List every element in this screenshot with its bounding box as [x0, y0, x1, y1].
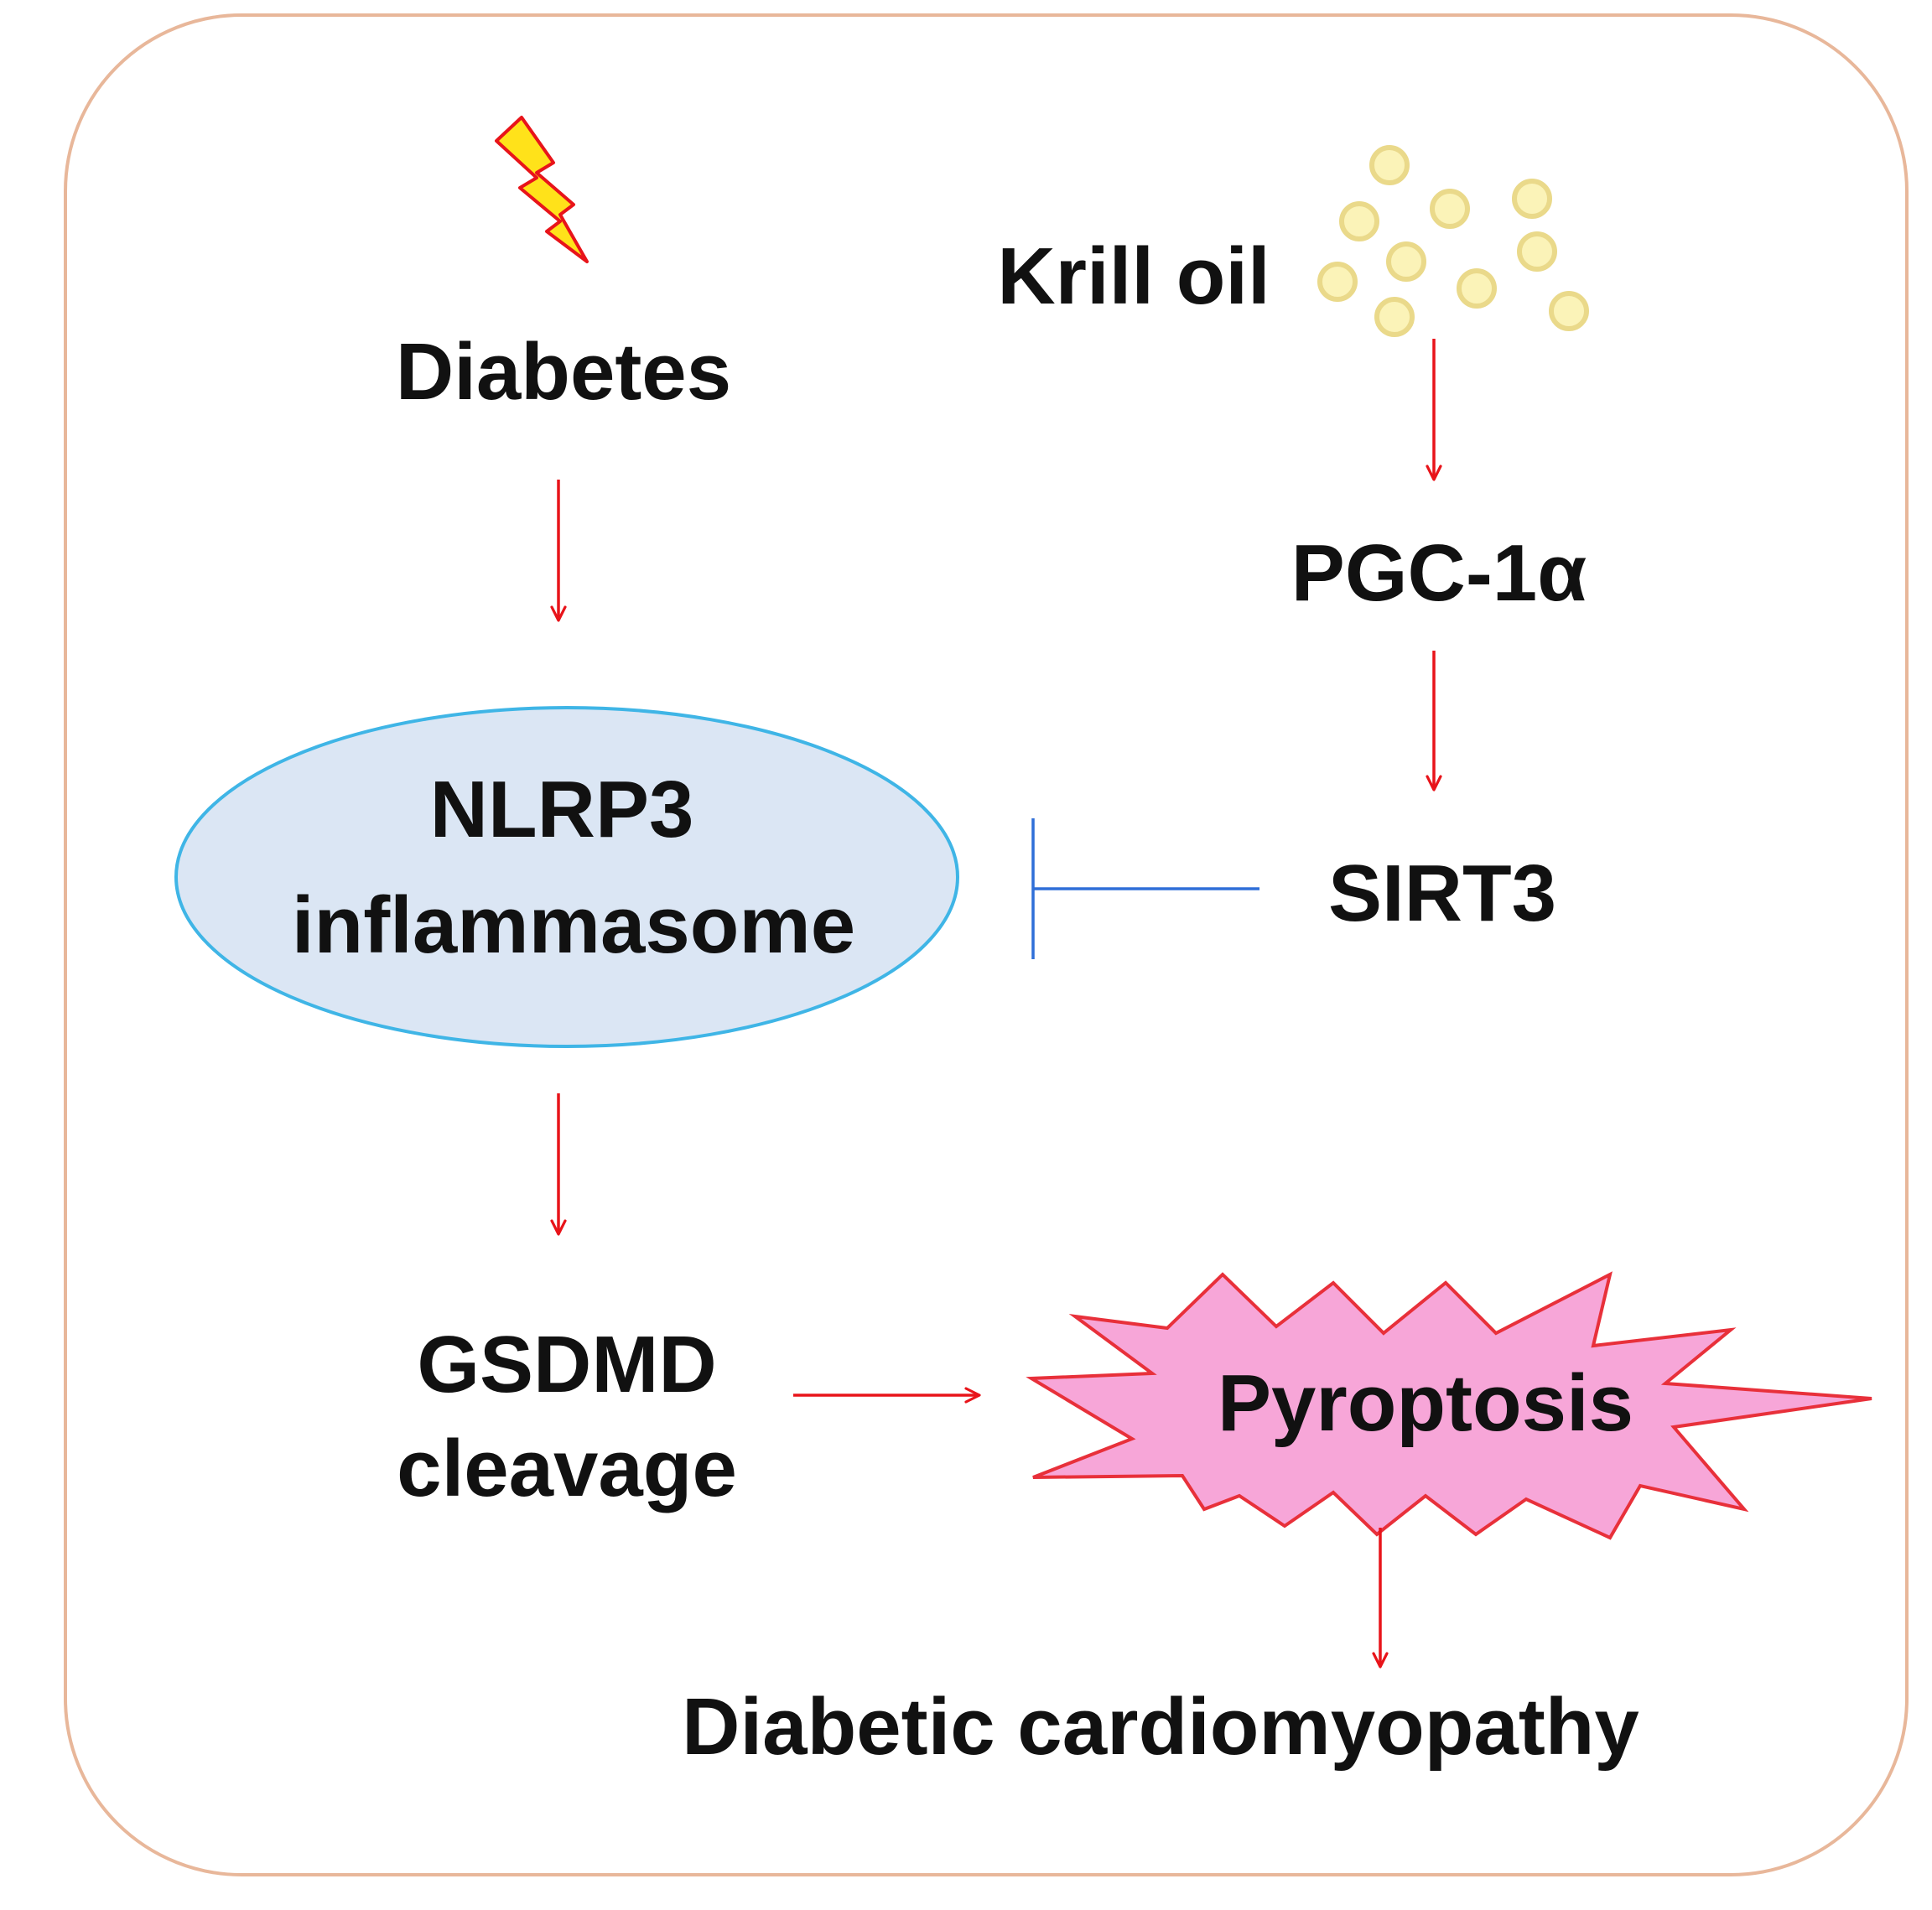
- oil-drop: [1457, 268, 1497, 309]
- nlrp3-label: NLRP3: [430, 765, 694, 854]
- pyroptosis-burst-node: [1026, 1271, 1872, 1540]
- oil-drop: [1339, 201, 1379, 241]
- gsdmd-label: GSDMD: [417, 1320, 716, 1409]
- pyroptosis-label: Pyroptosis: [1218, 1358, 1633, 1448]
- nlrp3-inflammasome-node: [174, 706, 959, 1048]
- oil-drop: [1430, 189, 1470, 229]
- oil-drop: [1549, 291, 1589, 331]
- diabetic-cardiomyopathy-label: Diabetic cardiomyopathy: [682, 1682, 1639, 1772]
- inflammasome-label: inflammasome: [292, 880, 855, 970]
- krill-oil-label: Krill oil: [997, 231, 1270, 321]
- oil-drop: [1374, 297, 1415, 337]
- oil-droplets-icon: [1317, 145, 1589, 337]
- inhibition-sirt3-to-nlrp3: [1031, 818, 1259, 959]
- pgc-1a-label: PGC-1α: [1291, 528, 1587, 618]
- lightning-icon: [495, 116, 589, 263]
- oil-drop: [1386, 241, 1426, 282]
- oil-drop: [1512, 179, 1552, 219]
- oil-drop: [1517, 231, 1557, 272]
- diabetes-label: Diabetes: [396, 327, 731, 417]
- cleavage-label: cleavage: [397, 1424, 737, 1513]
- sirt3-label: SIRT3: [1328, 849, 1556, 938]
- oil-drop: [1317, 262, 1358, 302]
- oil-drop: [1369, 145, 1410, 185]
